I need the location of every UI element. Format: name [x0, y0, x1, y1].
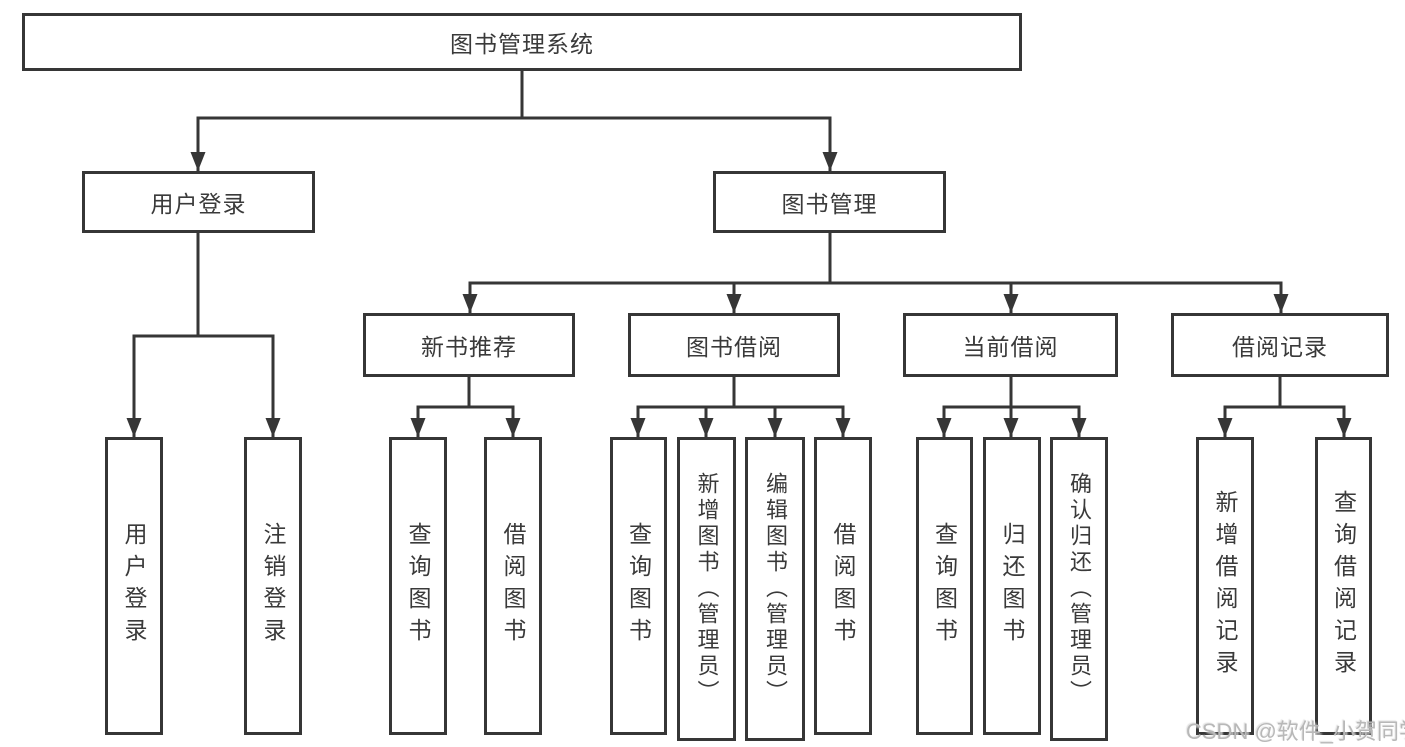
node-label: 查询图书: [625, 522, 652, 650]
node-label: 用户登录: [121, 522, 147, 650]
node-label: 用户登录: [150, 191, 247, 217]
leaf-add-books-admin: 新增图书（管理员）: [677, 437, 736, 741]
node-label: 归还图书: [999, 522, 1025, 650]
node-label: 图书借阅: [686, 334, 782, 360]
leaf-borrow-books: 借阅图书: [814, 437, 872, 735]
node-book-management: 图书管理: [713, 171, 946, 233]
leaf-confirm-return-admin: 确认归还（管理员）: [1050, 437, 1108, 741]
leaf-edit-books-admin: 编辑图书（管理员）: [745, 437, 805, 741]
node-root-system: 图书管理系统: [22, 13, 1022, 71]
csdn-watermark: CSDN @软件_小贺同学: [1186, 719, 1405, 744]
node-label: 借阅记录: [1232, 334, 1328, 360]
leaf-logout: 注销登录: [244, 437, 302, 735]
node-label: 新增借阅记录: [1212, 490, 1238, 682]
node-label: 编辑图书（管理员）: [763, 472, 788, 706]
leaf-query-books: 查询图书: [389, 437, 447, 735]
node-label: 图书管理: [781, 191, 878, 217]
node-label: 查询图书: [405, 522, 431, 650]
node-label: 确认归还（管理员）: [1067, 472, 1092, 706]
node-label: 借阅图书: [830, 522, 856, 650]
leaf-borrow-books: 借阅图书: [484, 437, 542, 735]
node-label: 注销登录: [260, 522, 286, 650]
node-label: 查询图书: [931, 522, 958, 650]
node-borrow-records: 借阅记录: [1171, 313, 1389, 377]
node-label: 当前借阅: [962, 334, 1059, 360]
node-current-borrow: 当前借阅: [903, 313, 1118, 377]
node-label: 借阅图书: [500, 522, 526, 650]
leaf-query-books: 查询图书: [610, 437, 667, 735]
node-label: 查询借阅记录: [1330, 490, 1357, 682]
node-book-borrow: 图书借阅: [628, 313, 840, 377]
node-label: 新书推荐: [421, 334, 517, 360]
node-label: 新增图书（管理员）: [694, 472, 720, 706]
node-new-book-recommend: 新书推荐: [363, 313, 575, 377]
node-label: 图书管理系统: [450, 31, 594, 57]
leaf-add-borrow-record: 新增借阅记录: [1196, 437, 1254, 735]
leaf-query-borrow-record: 查询借阅记录: [1315, 437, 1372, 735]
node-user-login: 用户登录: [82, 171, 315, 233]
arrowheads: [126, 152, 1352, 437]
leaf-query-books: 查询图书: [916, 437, 973, 735]
leaf-return-books: 归还图书: [983, 437, 1041, 735]
leaf-user-login: 用户登录: [105, 437, 163, 735]
